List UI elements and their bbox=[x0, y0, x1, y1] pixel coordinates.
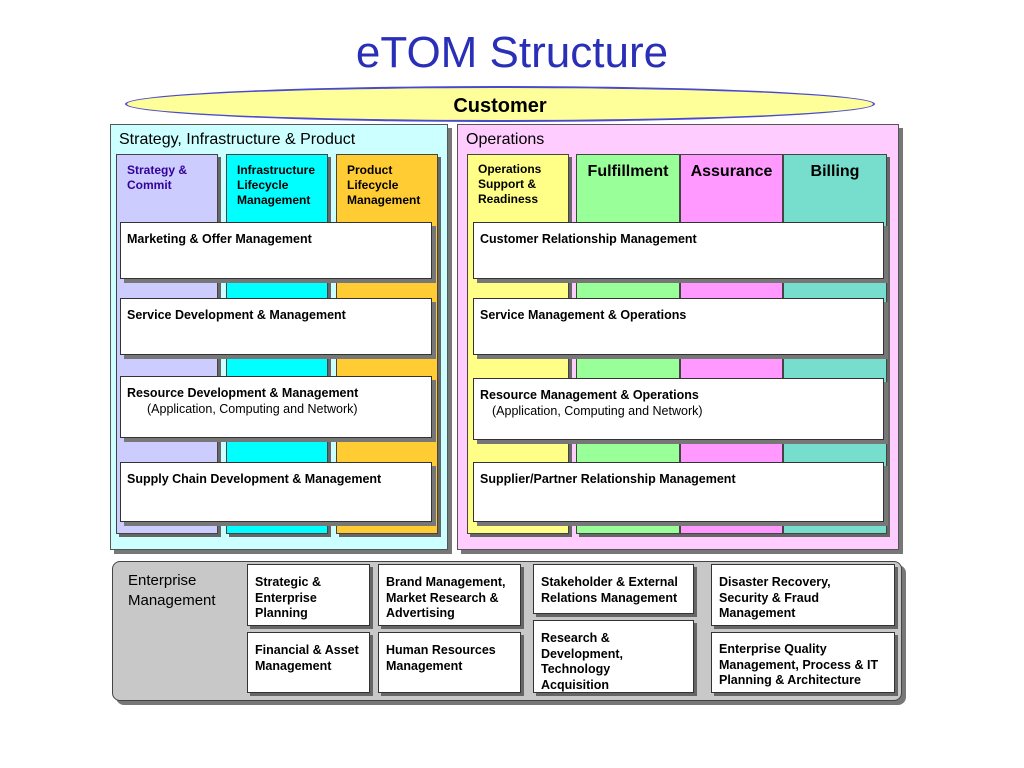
ops-row-supplier-partner: Supplier/Partner Relationship Management bbox=[473, 462, 884, 522]
enterprise-box-disaster-recovery: Disaster Recovery, Security & Fraud Mana… bbox=[711, 564, 895, 626]
sip-row-supply-chain: Supply Chain Development & Management bbox=[120, 462, 432, 522]
row-label: Service Management & Operations bbox=[480, 308, 687, 322]
row-label: Supplier/Partner Relationship Management bbox=[480, 472, 736, 486]
row-sublabel: (Application, Computing and Network) bbox=[147, 402, 358, 416]
enterprise-box-brand-management: Brand Management, Market Research & Adve… bbox=[378, 564, 521, 626]
sip-row-service-development: Service Development & Management bbox=[120, 298, 432, 355]
column-label: Billing bbox=[810, 163, 860, 180]
enterprise-box-stakeholder-relations: Stakeholder & External Relations Managem… bbox=[533, 564, 694, 614]
column-label: Strategy & Commit bbox=[127, 163, 188, 192]
enterprise-management-title: Enterprise Management bbox=[128, 572, 216, 609]
sip-panel-title: Strategy, Infrastructure & Product bbox=[119, 131, 356, 148]
page-title: eTOM Structure bbox=[355, 28, 669, 77]
enterprise-box-enterprise-quality: Enterprise Quality Management, Process &… bbox=[711, 632, 895, 693]
ops-row-resource-management: Resource Management & Operations (Applic… bbox=[473, 378, 884, 440]
column-label: Assurance bbox=[690, 163, 773, 180]
row-sublabel: (Application, Computing and Network) bbox=[492, 404, 703, 418]
row-label: Supply Chain Development & Management bbox=[127, 472, 382, 486]
enterprise-box-research-development: Research & Development, Technology Acqui… bbox=[533, 620, 694, 693]
row-label: Resource Management & Operations bbox=[480, 388, 699, 402]
enterprise-box-human-resources: Human Resources Management bbox=[378, 632, 521, 693]
enterprise-box-financial-asset: Financial & Asset Management bbox=[247, 632, 370, 693]
row-label: Marketing & Offer Management bbox=[127, 232, 312, 246]
ops-row-service-management: Service Management & Operations bbox=[473, 298, 884, 355]
sip-row-marketing-offer: Marketing & Offer Management bbox=[120, 222, 432, 279]
column-label: Operations Support & Readiness bbox=[478, 162, 542, 206]
customer-label: Customer bbox=[453, 95, 547, 117]
row-label: Resource Development & Management bbox=[127, 386, 359, 400]
sip-row-resource-development: Resource Development & Management (Appli… bbox=[120, 376, 432, 438]
customer-ellipse: Customer bbox=[125, 86, 875, 122]
enterprise-box-strategic-planning: Strategic & Enterprise Planning bbox=[247, 564, 370, 626]
ops-row-customer-relationship: Customer Relationship Management bbox=[473, 222, 884, 279]
column-label: Infrastructure Lifecycle Management bbox=[237, 163, 316, 207]
row-label: Customer Relationship Management bbox=[480, 232, 697, 246]
operations-panel-title: Operations bbox=[466, 131, 545, 148]
row-label: Service Development & Management bbox=[127, 308, 346, 322]
column-label: Product Lifecycle Management bbox=[347, 163, 421, 207]
column-label: Fulfillment bbox=[587, 163, 669, 180]
